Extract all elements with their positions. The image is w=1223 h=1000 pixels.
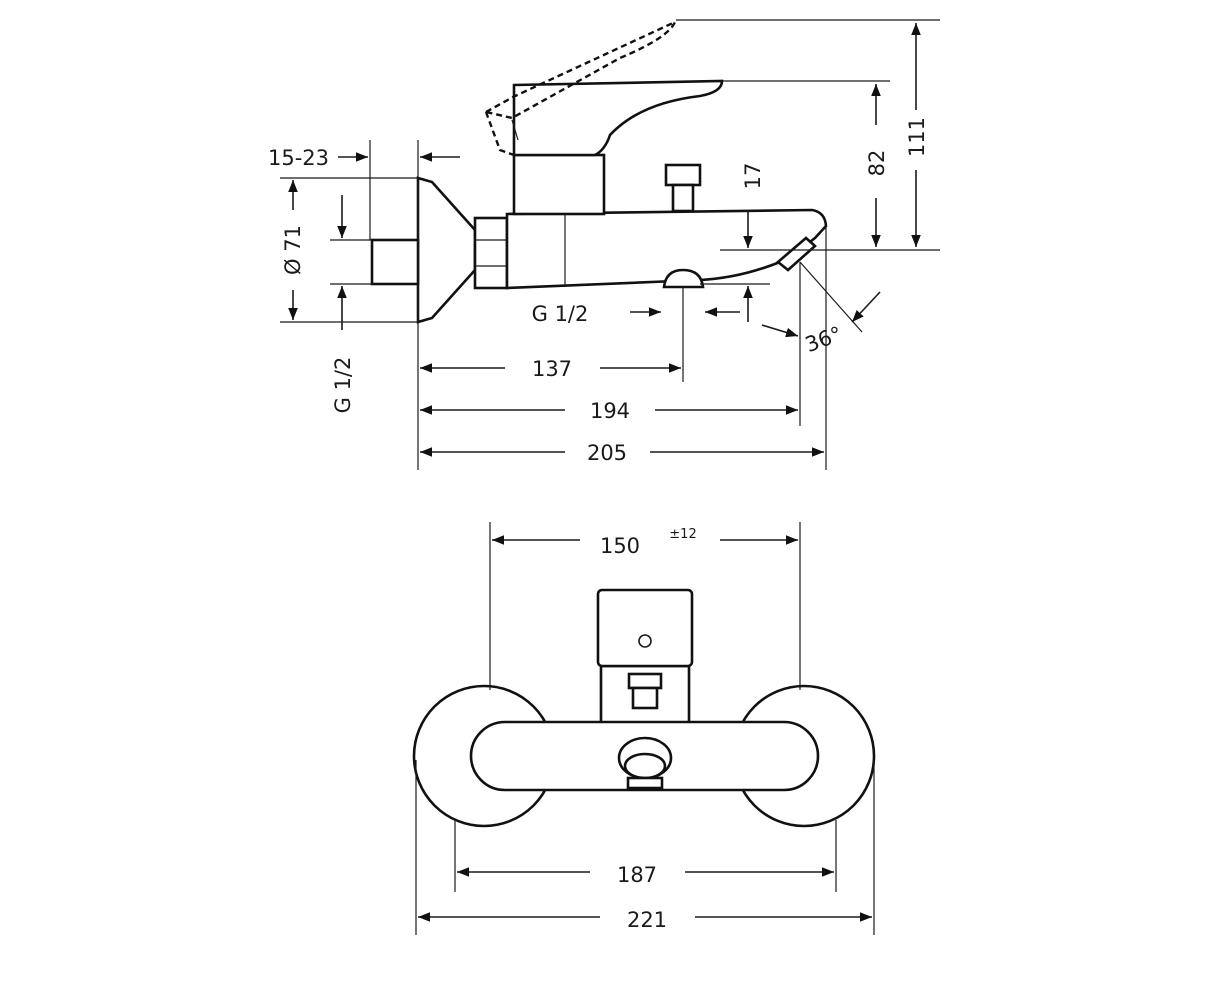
dim-inlet-thread: G 1/2 [331,357,355,414]
cartridge-housing [512,153,606,216]
dim-wall-thickness: 15-23 [268,146,329,170]
wall-flange [416,176,477,324]
hex-nut [473,216,509,290]
handle-indicator [638,634,652,648]
stem-connector-top [627,672,663,690]
front-dimension-labels: 150 ±12 187 221 [600,527,697,932]
lever-raised-outline [482,19,678,120]
side-dimension-lines [288,23,921,457]
stem-connector-bottom [631,686,659,710]
dim-flange-diameter: Ø 71 [281,225,305,275]
dim-to-outlet: 137 [532,357,572,381]
side-dimension-labels: 15-23 Ø 71 G 1/2 17 G 1/2 82 111 36° 137… [268,117,929,465]
dim-outlet-thread: G 1/2 [532,302,589,326]
dim-total-height: 111 [905,117,929,157]
dim-outlet-height: 17 [741,163,765,190]
diverter-bottom [662,268,705,289]
lever-handle [512,79,724,157]
spout-body [505,208,828,290]
front-dimension-lines [418,535,872,922]
dim-total-width: 221 [627,908,667,932]
dim-spout-height: 82 [865,150,889,177]
diverter-front-base [626,776,664,790]
side-view: 15-23 Ø 71 G 1/2 17 G 1/2 82 111 36° 137… [268,19,940,470]
inlet-connector [370,238,420,286]
front-view: 150 ±12 187 221 [412,522,876,935]
dim-flange-span: 187 [617,863,657,887]
faucet-side-body [370,19,828,324]
front-extension-lines [415,522,875,935]
diverter-knob [664,163,702,187]
aerator [775,236,817,272]
faucet-front-body [412,588,876,828]
diverter-stem [671,183,695,213]
dim-centre-distance: 150 [600,534,640,558]
handle-block [596,588,694,668]
dim-to-spout-tip: 194 [590,399,630,423]
dim-total-depth: 205 [587,441,627,465]
side-extension-lines [280,19,940,470]
dim-centre-tolerance: ±12 [669,527,696,542]
dim-spout-angle: 36° [802,322,845,357]
